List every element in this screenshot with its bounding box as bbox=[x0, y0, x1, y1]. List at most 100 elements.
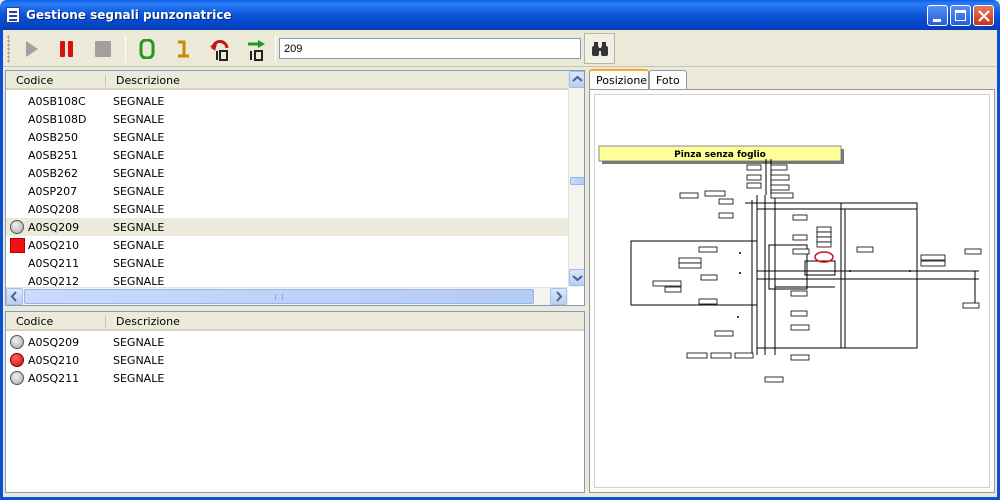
signal-code: A0SB108C bbox=[28, 95, 86, 108]
signal-description: SEGNALE bbox=[113, 354, 165, 367]
signal-code: A0SB262 bbox=[28, 167, 79, 180]
signal-code: A0SQ211 bbox=[28, 257, 80, 270]
play-icon bbox=[26, 41, 38, 57]
scroll-thumb[interactable] bbox=[570, 177, 584, 185]
app-icon bbox=[6, 7, 20, 23]
status-led-gray bbox=[10, 335, 24, 349]
list-row[interactable]: A0SB108C SEGNALE bbox=[6, 92, 568, 110]
signal-code: A0SB250 bbox=[28, 131, 79, 144]
maximize-button[interactable] bbox=[950, 5, 971, 26]
toolbar bbox=[3, 30, 997, 67]
signal-code: A0SQ209 bbox=[28, 336, 80, 349]
highlight-marker bbox=[814, 251, 834, 263]
signal-description: SEGNALE bbox=[113, 185, 165, 198]
pause-icon bbox=[60, 41, 73, 57]
signal-code: A0SB251 bbox=[28, 149, 79, 162]
toolbar-separator bbox=[125, 35, 126, 62]
column-header-code[interactable]: Codice bbox=[16, 315, 54, 328]
signal-description: SEGNALE bbox=[113, 372, 165, 385]
arrow-right-icon bbox=[248, 40, 265, 61]
signal-code: A0SB108D bbox=[28, 113, 87, 126]
list-row[interactable]: A0SQ211 SEGNALE bbox=[6, 254, 568, 272]
find-button[interactable] bbox=[584, 33, 615, 64]
tab-content: Pinza senza foglio bbox=[589, 89, 995, 493]
close-button[interactable] bbox=[973, 5, 994, 26]
signal-description: SEGNALE bbox=[113, 275, 165, 288]
zero-icon bbox=[139, 39, 155, 59]
signal-code: A0SQ210 bbox=[28, 354, 80, 367]
machine-drawing: Pinza senza foglio bbox=[598, 145, 982, 383]
signal-description: SEGNALE bbox=[113, 221, 165, 234]
list-row[interactable]: A0SQ210 SEGNALE bbox=[6, 351, 568, 369]
signal-description: SEGNALE bbox=[113, 336, 165, 349]
status-led-gray bbox=[10, 220, 24, 234]
tab-foto[interactable]: Foto bbox=[649, 70, 687, 90]
list-row[interactable]: A0SQ210 SEGNALE bbox=[6, 236, 568, 254]
title-bar[interactable]: Gestione segnali punzonatrice bbox=[0, 0, 1000, 30]
signal-description: SEGNALE bbox=[113, 257, 165, 270]
horizontal-scrollbar[interactable] bbox=[6, 287, 568, 305]
signal-code: A0SQ212 bbox=[28, 275, 80, 288]
list-row[interactable]: A0SQ212 SEGNALE bbox=[6, 272, 568, 290]
tab-posizione[interactable]: Posizione bbox=[589, 69, 649, 90]
minimize-button[interactable] bbox=[927, 5, 948, 26]
chevron-right-icon bbox=[556, 291, 563, 302]
list-row[interactable]: A0SB262 SEGNALE bbox=[6, 164, 568, 182]
reset-zero-button[interactable] bbox=[203, 33, 234, 64]
scroll-up-button[interactable] bbox=[569, 71, 584, 88]
list-row[interactable]: A0SB250 SEGNALE bbox=[6, 128, 568, 146]
signal-code: A0SQ209 bbox=[28, 221, 80, 234]
one-button[interactable] bbox=[167, 33, 198, 64]
goto-zero-button[interactable] bbox=[239, 33, 270, 64]
play-button[interactable] bbox=[15, 33, 46, 64]
signal-description: SEGNALE bbox=[113, 167, 165, 180]
list-row[interactable]: A0SQ209 SEGNALE bbox=[6, 218, 568, 236]
list-header: Codice Descrizione bbox=[6, 71, 584, 90]
signal-description: SEGNALE bbox=[113, 131, 165, 144]
column-header-description[interactable]: Descrizione bbox=[116, 74, 180, 87]
list-row[interactable]: A0SP207 SEGNALE bbox=[6, 182, 568, 200]
search-input[interactable] bbox=[279, 38, 581, 59]
pause-button[interactable] bbox=[51, 33, 82, 64]
scroll-thumb[interactable] bbox=[24, 289, 534, 304]
status-led-gray bbox=[10, 371, 24, 385]
vertical-scrollbar[interactable] bbox=[568, 71, 584, 287]
list-row[interactable]: A0SQ211 SEGNALE bbox=[6, 369, 568, 387]
chevron-up-icon bbox=[572, 75, 583, 82]
binoculars-icon bbox=[592, 42, 608, 56]
signal-description: SEGNALE bbox=[113, 239, 165, 252]
scroll-right-button[interactable] bbox=[550, 288, 567, 305]
toolbar-separator bbox=[275, 35, 276, 62]
diagram-banner: Pinza senza foglio bbox=[674, 150, 766, 160]
signal-code: A0SQ211 bbox=[28, 372, 80, 385]
scroll-down-button[interactable] bbox=[569, 269, 584, 286]
toolbar-grip[interactable] bbox=[7, 35, 10, 63]
list-row[interactable]: A0SB108D SEGNALE bbox=[6, 110, 568, 128]
one-icon bbox=[178, 40, 189, 58]
signal-code: A0SP207 bbox=[28, 185, 78, 198]
signal-code: A0SQ210 bbox=[28, 239, 80, 252]
list-header: Codice Descrizione bbox=[6, 312, 584, 331]
status-led-red bbox=[10, 353, 24, 367]
zero-button[interactable] bbox=[131, 33, 162, 64]
stop-icon bbox=[95, 41, 111, 57]
position-diagram[interactable]: Pinza senza foglio bbox=[594, 94, 990, 488]
list-row[interactable]: A0SB251 SEGNALE bbox=[6, 146, 568, 164]
signal-code: A0SQ208 bbox=[28, 203, 80, 216]
column-header-code[interactable]: Codice bbox=[16, 74, 54, 87]
undo-icon bbox=[210, 40, 229, 61]
signal-description: SEGNALE bbox=[113, 113, 165, 126]
status-led-red bbox=[10, 238, 25, 253]
chevron-left-icon bbox=[10, 291, 17, 302]
stop-button[interactable] bbox=[87, 33, 118, 64]
window-frame bbox=[0, 30, 1000, 500]
signal-description: SEGNALE bbox=[113, 149, 165, 162]
list-row[interactable]: A0SQ209 SEGNALE bbox=[6, 333, 568, 351]
column-header-description[interactable]: Descrizione bbox=[116, 315, 180, 328]
window-title: Gestione segnali punzonatrice bbox=[26, 8, 232, 22]
signal-description: SEGNALE bbox=[113, 95, 165, 108]
scroll-left-button[interactable] bbox=[6, 288, 23, 305]
chevron-down-icon bbox=[572, 275, 583, 282]
